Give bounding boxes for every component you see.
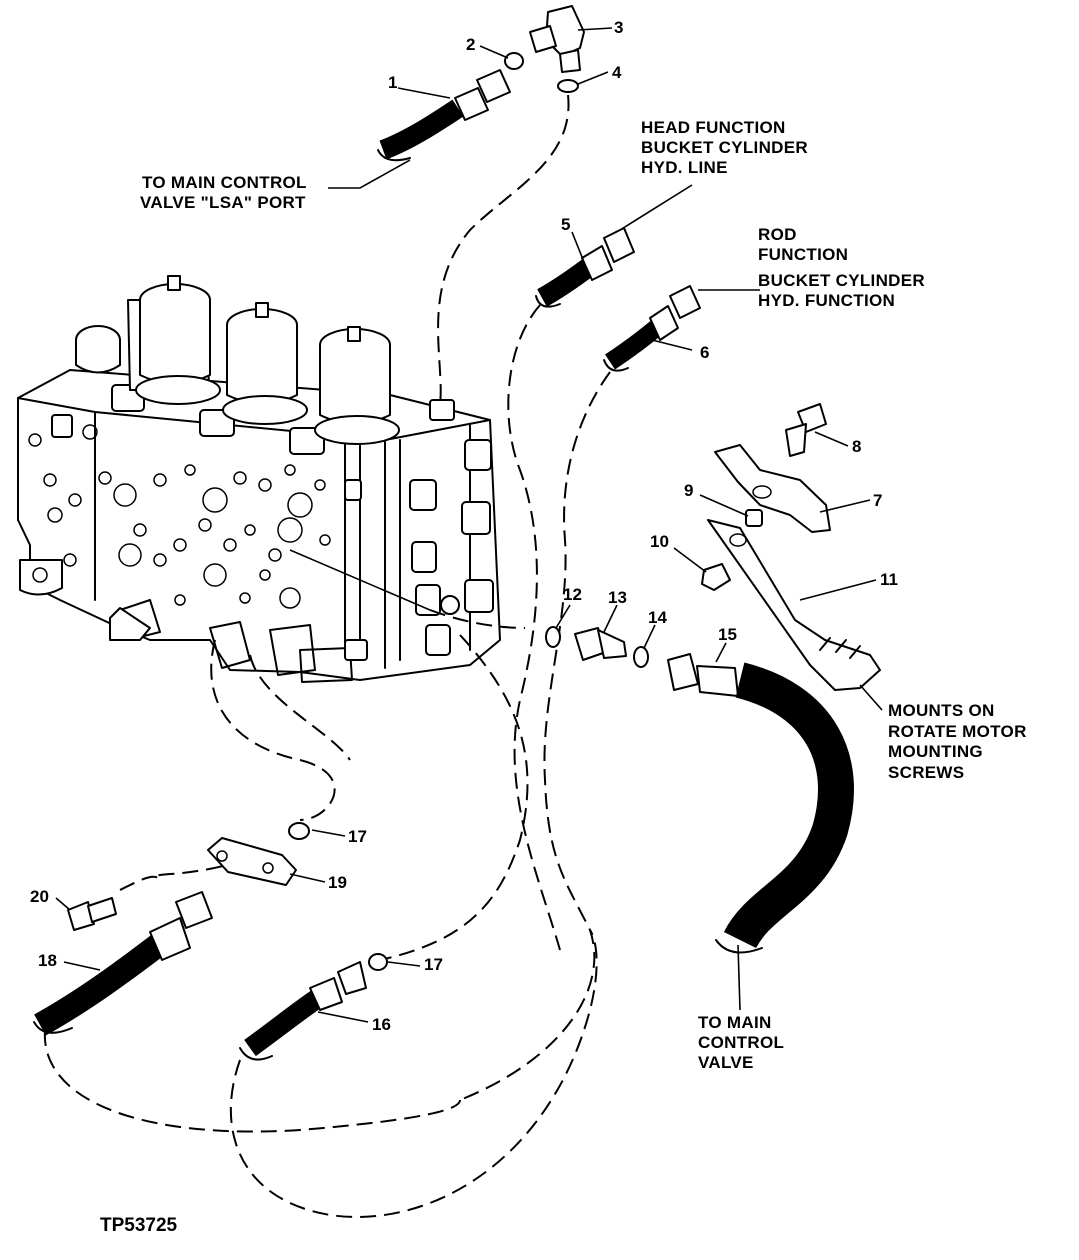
- washer-4: [557, 79, 579, 93]
- hose-15: [667, 653, 854, 954]
- callout-17a: 17: [348, 827, 367, 846]
- callout-6: 6: [700, 343, 709, 362]
- mounts-on-label-line4: SCREWS: [888, 763, 964, 782]
- callout-15: 15: [718, 625, 737, 644]
- washer-17b: [368, 953, 388, 971]
- callout-2: 2: [466, 35, 475, 54]
- text-labels: TO MAIN CONTROL VALVE "LSA" PORT HEAD FU…: [100, 118, 1027, 1236]
- callout-13: 13: [608, 588, 627, 607]
- callout-8: 8: [852, 437, 861, 456]
- callout-3: 3: [614, 18, 623, 37]
- figure-id: TP53725: [100, 1215, 178, 1236]
- rod-function-label-line2: FUNCTION: [758, 245, 848, 264]
- callout-1: 1: [388, 73, 397, 92]
- washer-12: [545, 626, 561, 648]
- to-main-control-label-line3: VALVE: [698, 1053, 754, 1072]
- bucket-function-label-line2: HYD. FUNCTION: [758, 291, 895, 310]
- callout-17b: 17: [424, 955, 443, 974]
- callout-11: 11: [880, 570, 898, 589]
- hose-18: [33, 891, 213, 1036]
- hose-16: [239, 961, 367, 1061]
- mounts-on-label-line2: ROTATE MOTOR: [888, 722, 1027, 741]
- callout-4: 4: [612, 63, 622, 82]
- washer-17a: [288, 822, 310, 840]
- washer-14: [633, 646, 649, 668]
- rod-function-label-line1: ROD: [758, 225, 797, 244]
- callout-14: 14: [648, 608, 667, 627]
- head-function-label-line1: HEAD FUNCTION: [641, 118, 786, 137]
- lsa-port-label-line2: VALVE "LSA" PORT: [140, 193, 306, 212]
- callout-10: 10: [650, 532, 669, 551]
- callout-18: 18: [38, 951, 57, 970]
- callout-20: 20: [30, 887, 49, 906]
- to-main-control-label-line1: TO MAIN: [698, 1013, 772, 1032]
- callout-9: 9: [684, 481, 693, 500]
- bracket-7: [714, 444, 831, 533]
- washer-2: [504, 52, 524, 70]
- leader-lines: [55, 27, 883, 1023]
- nut-10: [701, 563, 731, 591]
- bracket-11: [707, 519, 881, 691]
- hose-5: [535, 227, 635, 308]
- flange-19: [207, 837, 297, 886]
- adapter-13: [574, 627, 627, 661]
- callout-19: 19: [328, 873, 347, 892]
- head-function-label-line3: HYD. LINE: [641, 158, 728, 177]
- mounts-on-label-line3: MOUNTING: [888, 742, 983, 761]
- lsa-port-label-line1: TO MAIN CONTROL: [142, 173, 307, 192]
- callout-7: 7: [873, 491, 882, 510]
- hose-1: [377, 69, 511, 162]
- callout-5: 5: [561, 215, 570, 234]
- callout-16: 16: [372, 1015, 391, 1034]
- elbow-fitting-3: [529, 5, 585, 73]
- control-valve-block: [17, 275, 501, 683]
- screw-20: [67, 897, 117, 931]
- screw-8: [785, 403, 827, 457]
- hose-6: [603, 285, 701, 372]
- mounts-on-label-line1: MOUNTS ON: [888, 701, 995, 720]
- to-main-control-label-line2: CONTROL: [698, 1033, 784, 1052]
- callout-12: 12: [563, 585, 582, 604]
- callout-numbers: 1 2 3 4 5 6 7 8 9 10 11 12 13 14 15 16 1…: [30, 18, 898, 1034]
- spacer-9: [745, 509, 763, 527]
- dashed-routing-lines: [43, 94, 611, 1218]
- head-function-label-line2: BUCKET CYLINDER: [641, 138, 808, 157]
- bucket-function-label-line1: BUCKET CYLINDER: [758, 271, 925, 290]
